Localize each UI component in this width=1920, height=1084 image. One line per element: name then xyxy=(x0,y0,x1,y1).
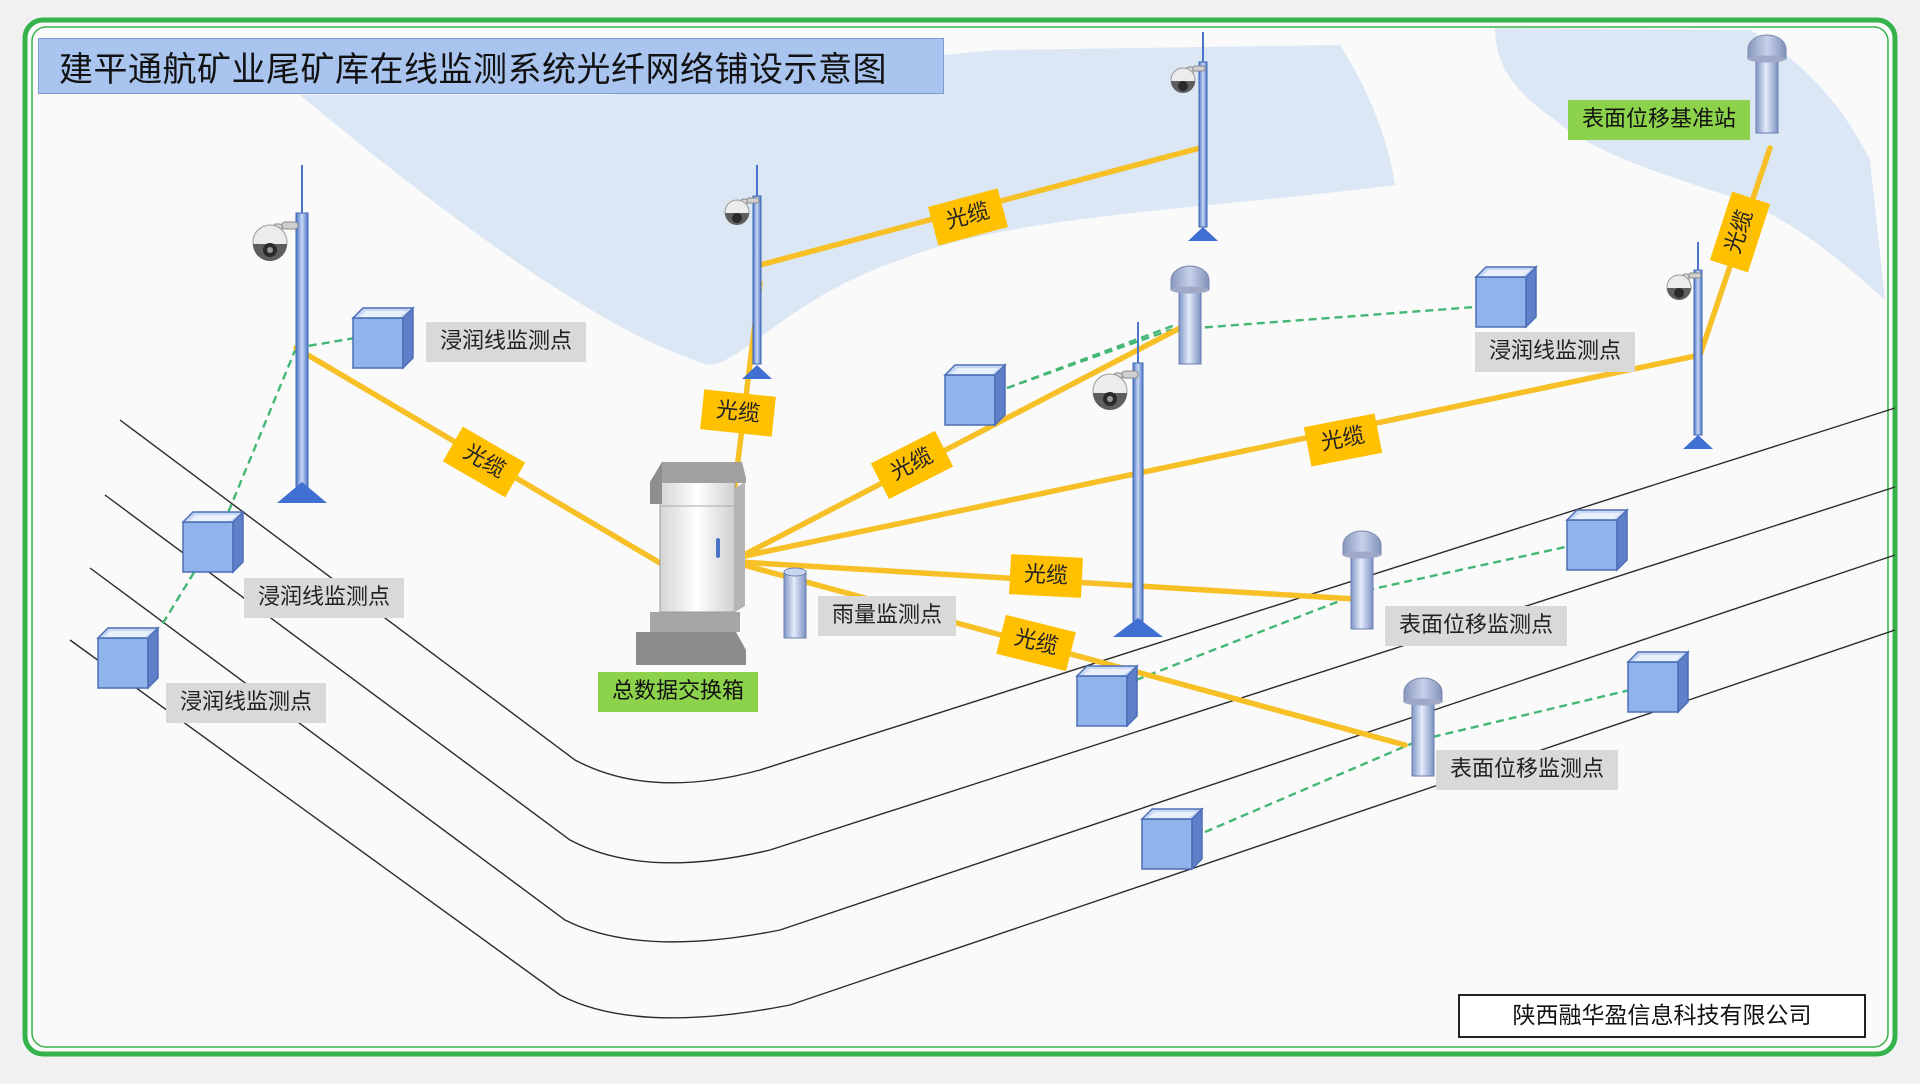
sensor-box-icon xyxy=(1076,665,1138,727)
monitor-pole-icon xyxy=(252,165,327,503)
upper-water-area xyxy=(1495,28,1885,300)
seepage-monitor-label: 浸润线监测点 xyxy=(426,322,587,362)
switch-box-label: 总数据交换箱 xyxy=(598,672,759,712)
seepage-monitor-label: 浸润线监测点 xyxy=(244,578,405,618)
seepage-monitor-label: 浸润线监测点 xyxy=(1475,332,1636,372)
page-title: 建平通航矿业尾矿库在线监测系统光纤网络铺设示意图 xyxy=(38,38,944,94)
sensor-box-icon xyxy=(97,627,159,689)
cable-tag: 光缆 xyxy=(1009,554,1083,598)
sensor-box-icon xyxy=(1566,509,1628,571)
seepage-monitor-label: 浸润线监测点 xyxy=(166,683,327,723)
base-station-label: 表面位移基准站 xyxy=(1568,100,1751,140)
sensor-box-icon xyxy=(1475,266,1537,328)
monitor-pole-icon xyxy=(1666,242,1713,449)
sensor-box-icon xyxy=(1627,651,1689,713)
sensor-box-icon xyxy=(1141,808,1203,870)
dam-contour-lines xyxy=(69,407,1896,1019)
surface-displacement-label: 表面位移监测点 xyxy=(1436,750,1619,790)
rain-gauge-icon xyxy=(783,567,807,639)
monitor-pole-icon xyxy=(724,165,772,379)
sensor-box-icon xyxy=(182,511,244,573)
monitor-pole-icon xyxy=(1170,32,1218,241)
company-name: 陕西融华盈信息科技有限公司 xyxy=(1458,994,1866,1038)
surface-displacement-label: 表面位移监测点 xyxy=(1385,606,1568,646)
monitor-pole-icon xyxy=(1092,322,1163,637)
rain-monitor-label: 雨量监测点 xyxy=(818,596,957,636)
sensor-box-icon xyxy=(944,364,1006,426)
cable-tag: 光缆 xyxy=(700,389,776,437)
reservoir-water-area xyxy=(300,45,1395,365)
sensor-box-icon xyxy=(352,307,414,369)
switch-cabinet-icon xyxy=(636,462,746,665)
